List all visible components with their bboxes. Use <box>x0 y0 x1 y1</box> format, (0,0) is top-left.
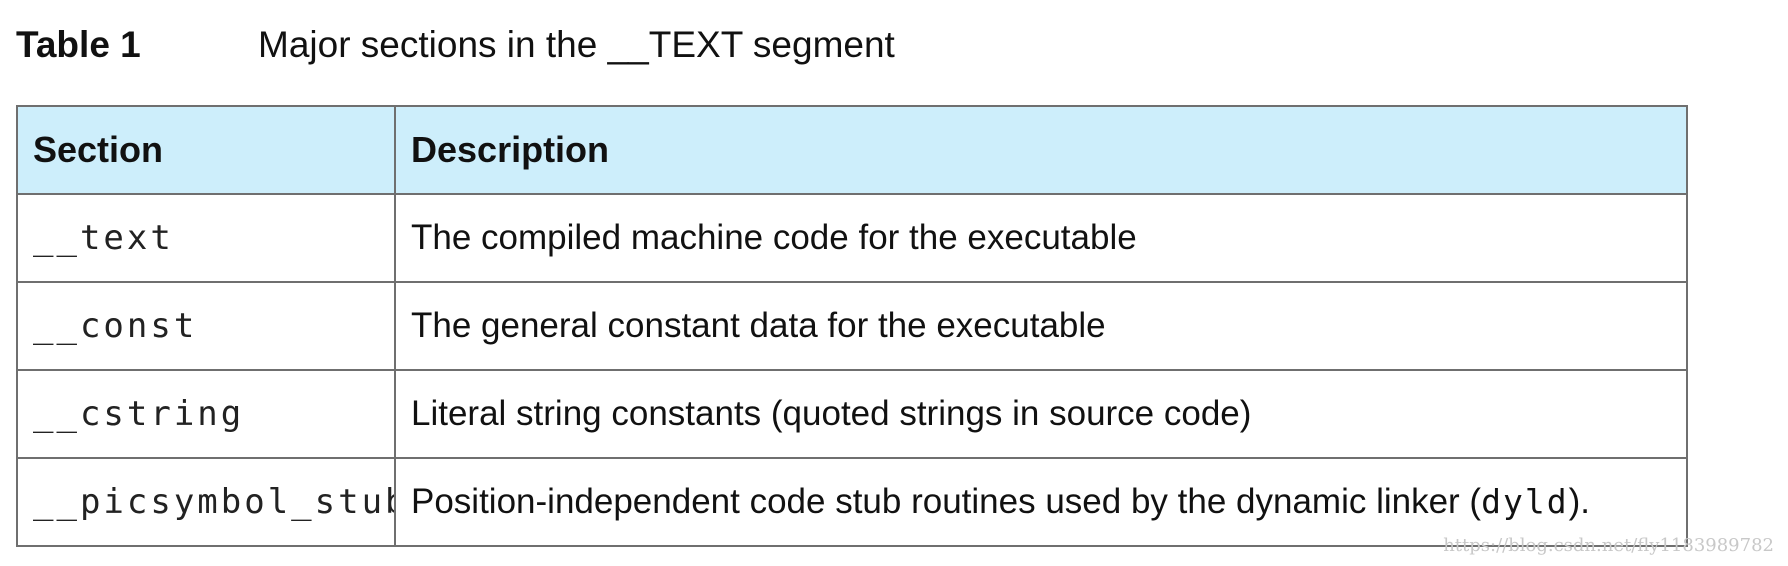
description-cell: Position-independent code stub routines … <box>394 457 1688 547</box>
table-row: __text The compiled machine code for the… <box>16 193 1688 283</box>
section-name-cell: __picsymbol_stub <box>16 457 396 547</box>
table-row: __const The general constant data for th… <box>16 281 1688 371</box>
table-caption: Table 1 Major sections in the __TEXT seg… <box>16 20 895 70</box>
description-cell: The compiled machine code for the execut… <box>394 193 1688 283</box>
description-text-end: ). <box>1568 482 1590 521</box>
dyld-code: dyld <box>1481 482 1569 521</box>
description-cell: The general constant data for the execut… <box>394 281 1688 371</box>
description-text: Position-independent code stub routines … <box>411 482 1482 521</box>
source-watermark: https://blog.csdn.net/fly1183989782 <box>1443 535 1774 556</box>
table-title: Major sections in the __TEXT segment <box>258 24 895 65</box>
column-header-description: Description <box>394 105 1688 195</box>
table-row: __picsymbol_stub Position-independent co… <box>16 457 1688 547</box>
table-header-row: Section Description <box>16 105 1688 195</box>
section-name-cell: __text <box>16 193 396 283</box>
description-cell: Literal string constants (quoted strings… <box>394 369 1688 459</box>
column-header-section: Section <box>16 105 396 195</box>
section-name-cell: __cstring <box>16 369 396 459</box>
table-row: __cstring Literal string constants (quot… <box>16 369 1688 459</box>
text-segment-sections-table: Section Description __text The compiled … <box>16 105 1688 547</box>
table-number-label: Table 1 <box>16 24 141 65</box>
section-name-cell: __const <box>16 281 396 371</box>
